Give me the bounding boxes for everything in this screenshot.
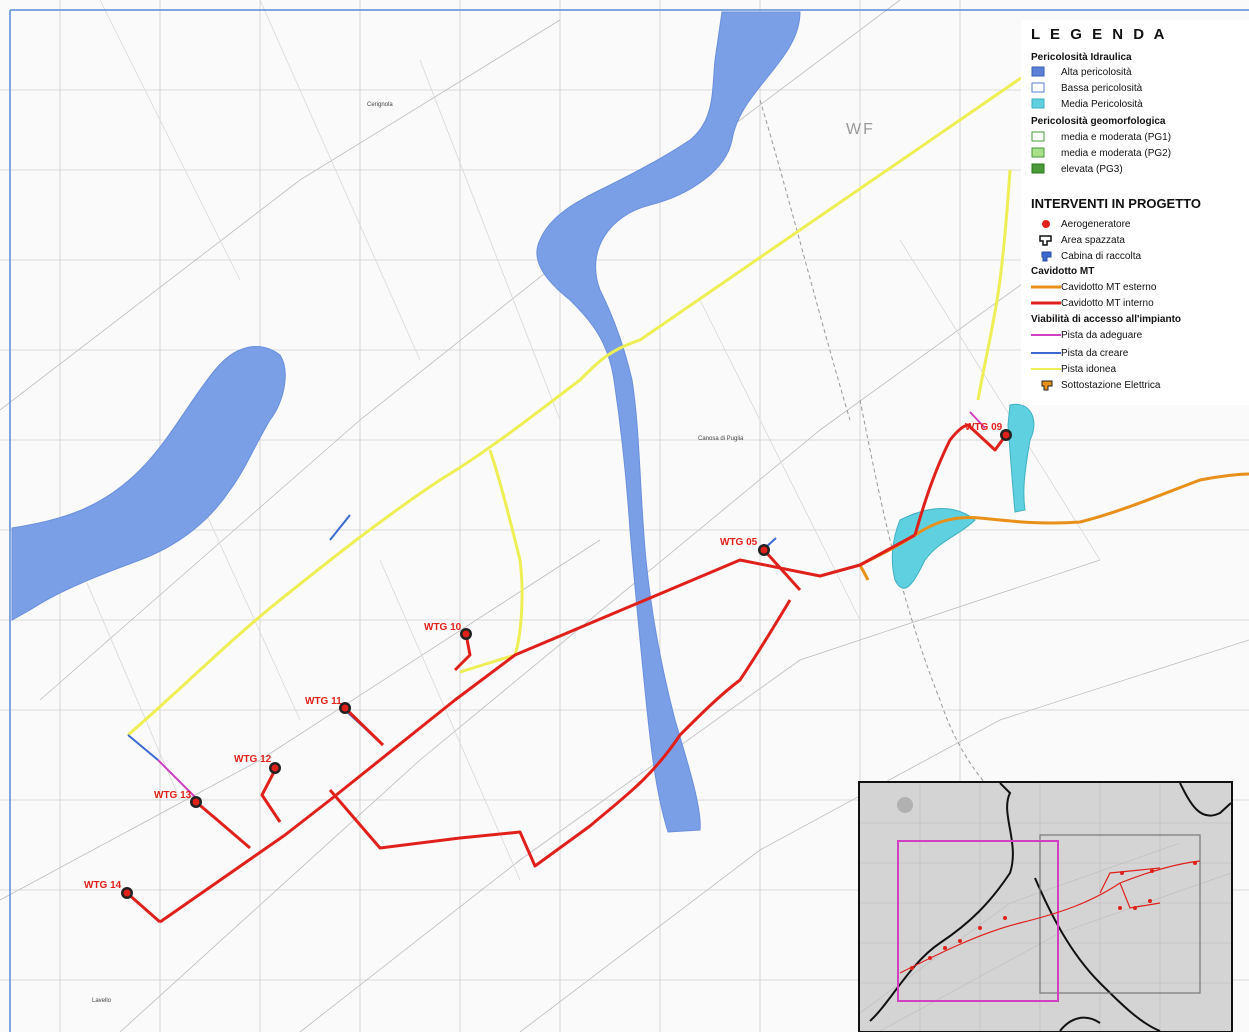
legend-section-viabilita: Viabilità di accesso all'impianto	[1031, 314, 1182, 325]
legend-label-bassa: Bassa pericolosità	[1061, 82, 1143, 94]
legend-item-pg2: media e moderata (PG2)	[1031, 146, 1171, 160]
cable-mt-interno	[126, 423, 1008, 924]
turbine-label-wtg13: WTG 13	[154, 790, 192, 801]
legend-label-pista-idonea: Pista idonea	[1061, 363, 1117, 375]
cable-internal-icon	[1031, 297, 1061, 309]
track-new-icon	[1031, 347, 1061, 359]
map-border	[9, 9, 1249, 1032]
legend-item-cav-esterno: Cavidotto MT esterno	[1031, 280, 1156, 294]
hydraulic-hazard-light	[891, 403, 1035, 589]
legend-title: L E G E N D A	[1031, 26, 1168, 43]
reservoir-west	[11, 346, 286, 621]
legend-section-interventi: INTERVENTI IN PROGETTO	[1031, 196, 1201, 211]
turbine-marker[interactable]	[1000, 429, 1012, 441]
legend-item-area-spazzata: Area spazzata	[1031, 233, 1125, 247]
place-label-canosa: Canosa di Puglia	[698, 436, 744, 442]
collection-cabin-icon	[1031, 250, 1061, 262]
legend-item-pg1: media e moderata (PG1)	[1031, 130, 1171, 144]
legend-item-pista-creare: Pista da creare	[1031, 346, 1128, 360]
legend-label-cav-esterno: Cavidotto MT esterno	[1061, 281, 1157, 293]
pg1-icon	[1031, 131, 1061, 143]
legend-item-sottostazione: Sottostazione Elettrica	[1031, 378, 1161, 392]
legend-item-pg3: elevata (PG3)	[1031, 162, 1123, 176]
legend-label-sottostazione: Sottostazione Elettrica	[1061, 379, 1161, 391]
legend-label-pg3: elevata (PG3)	[1061, 163, 1123, 175]
turbine-label-wtg10: WTG 10	[424, 622, 462, 633]
legend-item-pista-idonea: Pista idonea	[1031, 362, 1116, 376]
hazard-high-icon	[1031, 66, 1061, 78]
hazard-low-icon	[1031, 82, 1061, 94]
legend-panel: L E G E N D A Pericolosità Idraulica Alt…	[1021, 20, 1249, 405]
turbine-label-wtg05: WTG 05	[720, 537, 758, 548]
legend-item-alta: Alta pericolosità	[1031, 65, 1132, 79]
turbine-marker[interactable]	[190, 796, 202, 808]
track-adapt-icon	[1031, 329, 1061, 341]
reservoir-north	[536, 11, 801, 833]
legend-label-pg2: media e moderata (PG2)	[1061, 147, 1172, 159]
inset-cable-route	[899, 860, 1201, 974]
legend-label-aerogeneratore: Aerogeneratore	[1061, 218, 1131, 230]
legend-item-aerogeneratore: Aerogeneratore	[1031, 217, 1131, 231]
legend-label-cabina: Cabina di raccolta	[1061, 250, 1142, 262]
legend-item-bassa: Bassa pericolosità	[1031, 81, 1142, 95]
cable-external-icon	[1031, 281, 1061, 293]
place-label-cerignola: Cerignola	[367, 102, 393, 108]
corner-label-wf: WF	[846, 121, 875, 138]
legend-section-hydraulic: Pericolosità Idraulica	[1031, 52, 1132, 63]
legend-label-cav-interno: Cavidotto MT interno	[1061, 297, 1154, 309]
legend-item-cav-interno: Cavidotto MT interno	[1031, 296, 1154, 310]
track-pista-da-adeguare	[157, 411, 986, 801]
turbine-label-wtg12: WTG 12	[234, 754, 272, 765]
legend-label-pg1: media e moderata (PG1)	[1061, 131, 1172, 143]
pg3-icon	[1031, 163, 1061, 175]
pg2-icon	[1031, 147, 1061, 159]
legend-section-geo: Pericolosità geomorfologica	[1031, 116, 1166, 127]
turbine-label-wtg11: WTG 11	[305, 696, 342, 707]
legend-item-media-idr: Media Pericolosità	[1031, 97, 1143, 111]
turbine-marker[interactable]	[339, 702, 351, 714]
hazard-medium-icon	[1031, 98, 1061, 110]
legend-label-area-spazzata: Area spazzata	[1061, 234, 1125, 246]
turbine-label-wtg14: WTG 14	[84, 880, 122, 891]
substation-icon	[1031, 379, 1061, 391]
river-valley-dashed	[759, 99, 1011, 811]
turbines	[121, 429, 1012, 899]
track-pista-idonea	[127, 76, 1022, 737]
legend-item-pista-adeguare: Pista da adeguare	[1031, 328, 1142, 342]
red-dot-icon	[1031, 218, 1061, 230]
inset-extent-frame-gray	[1039, 834, 1201, 994]
legend-section-cavidotto: Cavidotto MT	[1031, 266, 1095, 277]
turbine-marker[interactable]	[269, 762, 281, 774]
inset-canvas	[860, 783, 1231, 1031]
turbine-marker[interactable]	[758, 544, 770, 556]
legend-label-alta: Alta pericolosità	[1061, 66, 1132, 78]
swept-area-icon	[1031, 234, 1061, 246]
water-bodies	[11, 11, 801, 833]
inset-extent-frame-magenta	[897, 840, 1059, 1002]
turbine-marker[interactable]	[460, 628, 472, 640]
turbine-label-wtg09: WTG 09	[965, 422, 1003, 433]
turbine-marker[interactable]	[121, 887, 133, 899]
inset-turbine-markers	[910, 861, 1197, 970]
legend-label-media-idr: Media Pericolosità	[1061, 98, 1143, 110]
track-suitable-icon	[1031, 363, 1061, 375]
legend-item-cabina: Cabina di raccolta	[1031, 249, 1141, 263]
legend-label-pista-adeguare: Pista da adeguare	[1061, 329, 1143, 341]
overview-inset-map[interactable]	[858, 781, 1233, 1032]
inset-admin-borders	[869, 783, 1231, 1031]
place-label-lavello: Lavello	[92, 998, 112, 1004]
legend-label-pista-creare: Pista da creare	[1061, 347, 1129, 359]
